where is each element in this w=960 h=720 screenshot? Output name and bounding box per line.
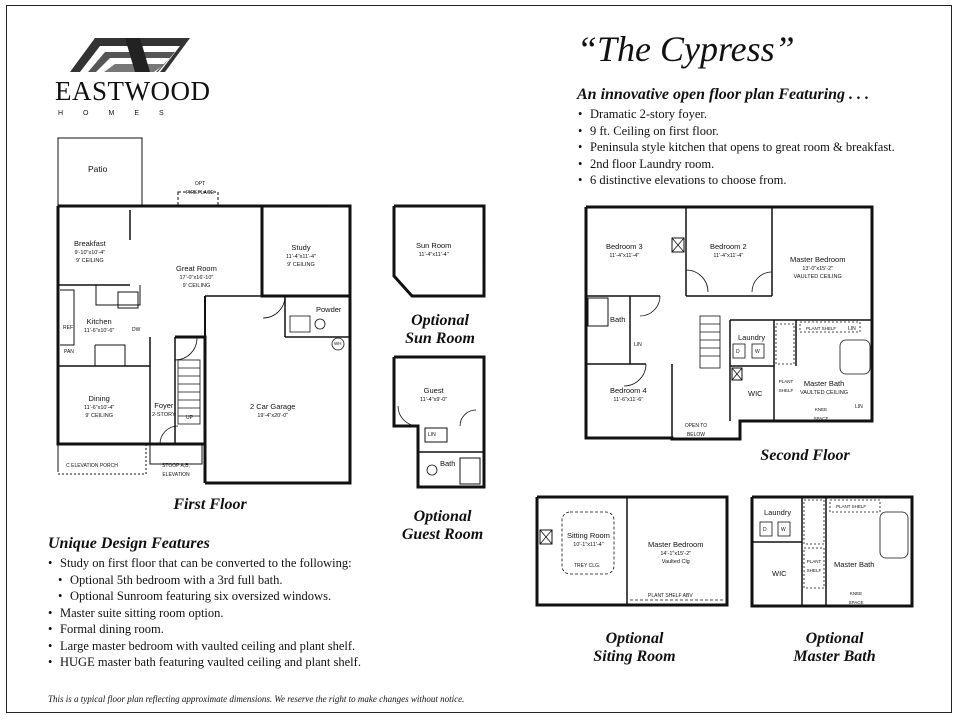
opt-plant-shelf-label-2: PLANT SHELF <box>806 559 822 573</box>
up-label: UP <box>186 415 193 421</box>
wh-label: WH <box>334 341 342 346</box>
open-below-label: OPEN TO BELOW <box>684 423 708 438</box>
opt-dryer-label: D <box>763 527 767 533</box>
wic-label: WIC <box>748 389 763 398</box>
sitting-room-plan <box>535 495 729 607</box>
unique-features-list: Study on first floor that can be convert… <box>48 555 361 671</box>
second-floor-plan <box>584 205 874 441</box>
guest-lin-label: LIN <box>428 432 436 438</box>
stoop-label: STOOP A,B, ELEVATION <box>162 463 190 478</box>
plant-shelf-abv-label: PLANT SHELF ABV <box>648 593 693 599</box>
guest-bath-label: Bath <box>440 459 456 468</box>
lin-label: LIN <box>634 342 642 348</box>
logo-subtext: HOMES <box>58 110 184 117</box>
opt-laundry-label: Laundry <box>764 508 792 517</box>
feature-item: Dramatic 2-story foyer. <box>578 106 895 123</box>
unique-feature-item: Large master bedroom with vaulted ceilin… <box>48 638 361 655</box>
unique-feature-item: HUGE master bath featuring vaulted ceili… <box>48 654 361 671</box>
feature-item: 2nd floor Laundry room. <box>578 156 895 173</box>
pan-label: PAN <box>64 349 74 355</box>
upstairs-bath-label: Bath <box>610 315 626 324</box>
trey-ceiling-label: TREY CLG. <box>574 563 601 569</box>
patio-label: Patio <box>88 164 108 174</box>
lin-label-2: LIN <box>848 326 856 332</box>
washer-label: W <box>755 349 760 355</box>
porch-label: C ELEVATION PORCH <box>66 463 118 469</box>
feature-item: 6 distinctive elevations to choose from. <box>578 172 895 189</box>
plant-shelf-label: PLANT SHELF <box>806 326 837 331</box>
fireplace-label: OPT FIREPLACE <box>186 181 214 196</box>
unique-feature-item: Study on first floor that can be convert… <box>48 555 361 572</box>
first-floor-plan <box>56 137 352 485</box>
page-border <box>6 5 952 713</box>
master-bath-opt-plan <box>750 495 914 608</box>
sun-room-plan <box>392 204 486 298</box>
knee-space-label: KNEE SPACE <box>813 407 829 421</box>
opt-master-bath-label: Master Bath <box>834 560 875 569</box>
opt-plant-shelf-label: PLANT SHELF <box>836 504 867 509</box>
plant-shelf-label-2: PLANT SHELF <box>778 379 794 393</box>
dw-label: DW <box>132 327 141 333</box>
powder-label: Powder <box>316 305 342 314</box>
feature-list: Dramatic 2-story foyer. 9 ft. Ceiling on… <box>578 106 895 189</box>
dryer-label: D <box>736 349 740 355</box>
page-subtitle: An innovative open floor plan Featuring … <box>577 86 870 103</box>
first-floor-caption: First Floor <box>173 496 247 513</box>
opt-washer-label: W <box>781 527 786 533</box>
opt-wic-label: WIC <box>772 569 787 578</box>
unique-feature-subitem: Optional 5th bedroom with a 3rd full bat… <box>48 572 361 589</box>
disclaimer: This is a typical floor plan reflecting … <box>48 694 465 704</box>
unique-feature-item: Master suite sitting room option. <box>48 605 361 622</box>
lin-label-3: LIN <box>855 404 863 410</box>
feature-item: Peninsula style kitchen that opens to gr… <box>578 139 895 156</box>
logo-wordmark: EASTWOOD <box>55 76 211 106</box>
opt-knee-space-label: KNEE SPACE <box>848 591 864 605</box>
unique-feature-item: Formal dining room. <box>48 621 361 638</box>
ref-label: REF <box>63 325 73 331</box>
feature-item: 9 ft. Ceiling on first floor. <box>578 123 895 140</box>
page-title: “The Cypress” <box>577 29 795 69</box>
second-floor-caption: Second Floor <box>760 447 850 464</box>
unique-features-title: Unique Design Features <box>48 535 210 552</box>
eastwood-logo-icon <box>70 38 190 72</box>
laundry-label: Laundry <box>738 333 766 342</box>
unique-feature-subitem: Optional Sunroom featuring six oversized… <box>48 588 361 605</box>
guest-room-plan <box>392 355 486 489</box>
